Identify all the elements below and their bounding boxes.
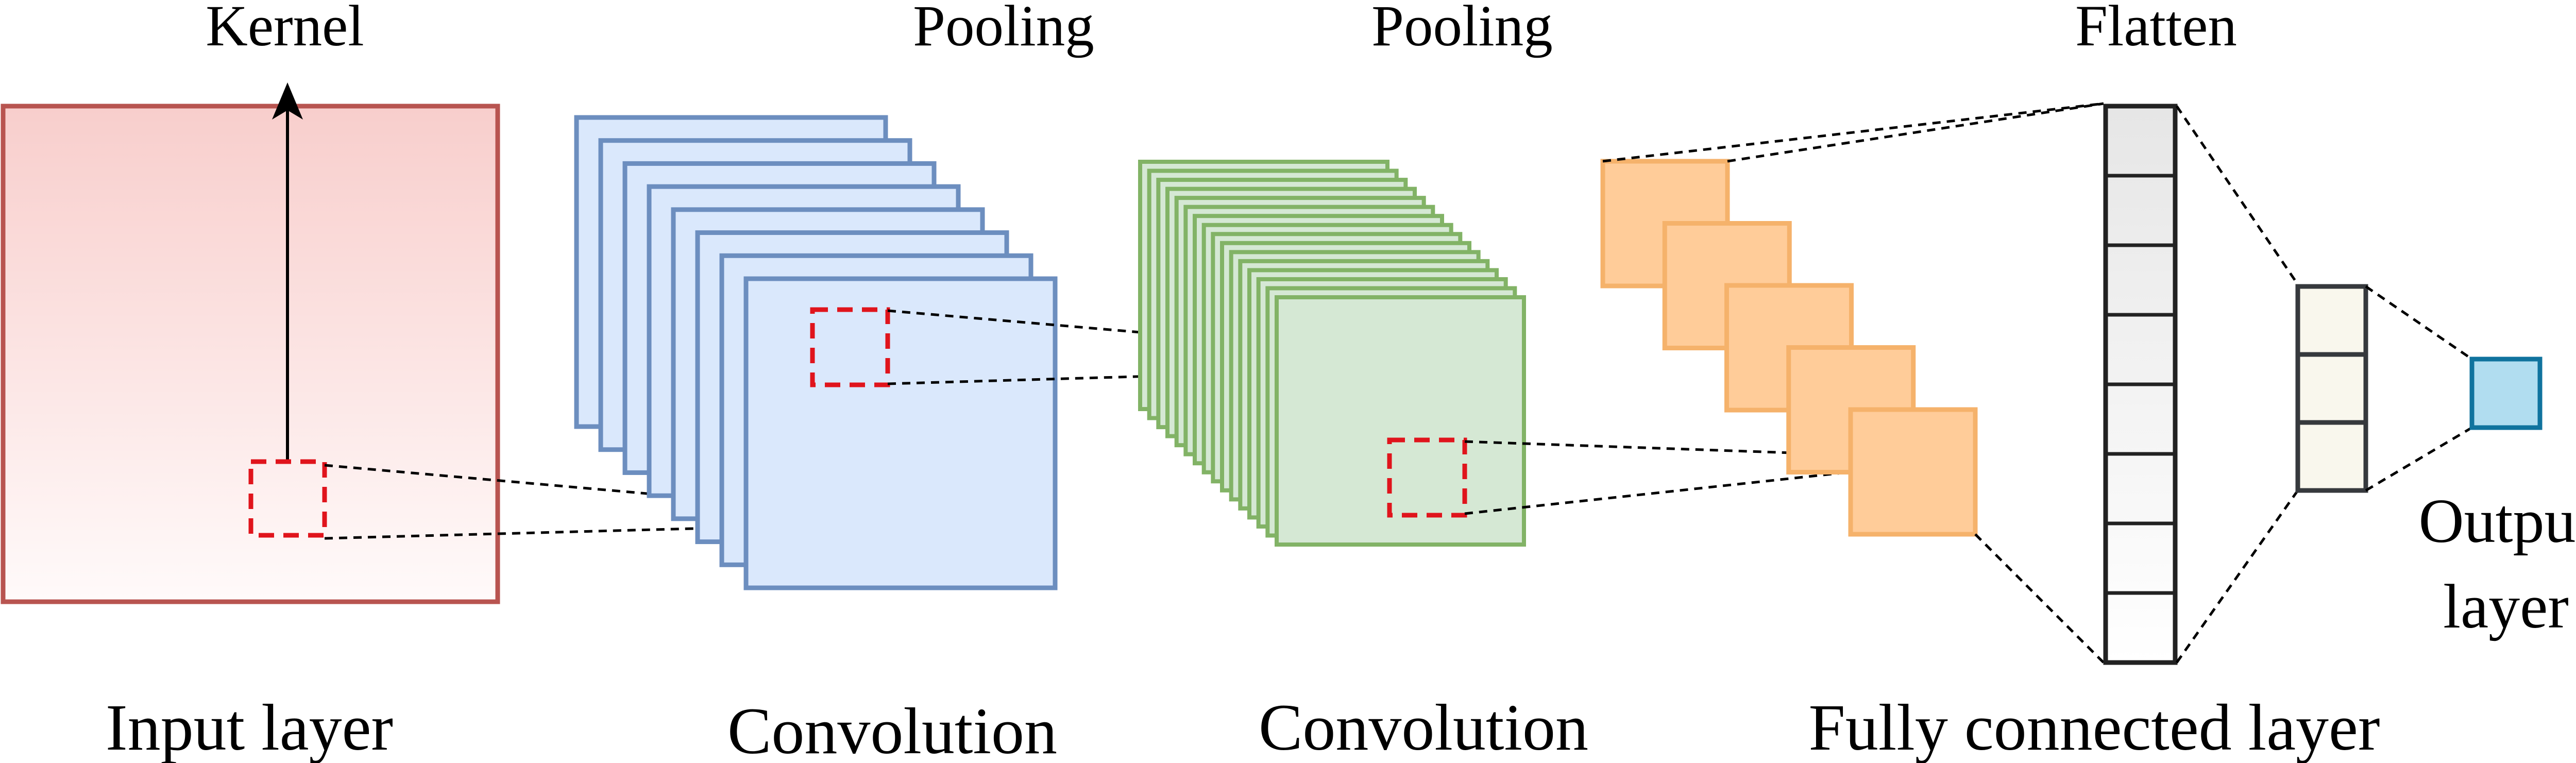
kernel-arrow-head: [272, 82, 303, 120]
label-convolution-1: Convolution: [727, 694, 1057, 763]
convolution-1-stack: [574, 115, 1058, 590]
label-output-line-1: Output: [2419, 486, 2576, 556]
projection-flatten-to-hidden: [2175, 105, 2299, 664]
label-pooling-1: Pooling: [913, 0, 1094, 58]
label-fully-connected-layer: Fully connected layer: [1809, 691, 2380, 763]
convolution-2-stack: [1138, 160, 1526, 547]
fc-feature-map: [1848, 407, 1978, 537]
projection-to-flatten: [1602, 102, 2105, 664]
conv2-feature-map: [1275, 295, 1526, 547]
label-pooling-2: Pooling: [1371, 0, 1553, 58]
projection-hidden-to-output: [2365, 285, 2473, 492]
output-node: [2469, 357, 2543, 430]
hidden-cell: [2295, 352, 2368, 425]
label-output-line-2: layer: [2443, 572, 2569, 641]
flatten-cell: [2104, 591, 2177, 665]
kernel-window-conv2: [1387, 437, 1467, 518]
kernel-window-conv1: [810, 307, 890, 387]
label-kernel: Kernel: [206, 0, 364, 58]
label-flatten: Flatten: [2075, 0, 2237, 58]
conv1-feature-map: [743, 276, 1058, 590]
kernel-window-input: [248, 459, 327, 538]
label-convolution-2: Convolution: [1259, 691, 1588, 763]
hidden-layer-column: [2295, 284, 2368, 493]
label-input-layer: Input layer: [106, 691, 393, 763]
fully-connected-feature-maps: [1600, 159, 1978, 537]
hidden-cell: [2295, 420, 2368, 493]
flatten-column: [2103, 104, 2178, 665]
hidden-cell: [2295, 284, 2368, 357]
